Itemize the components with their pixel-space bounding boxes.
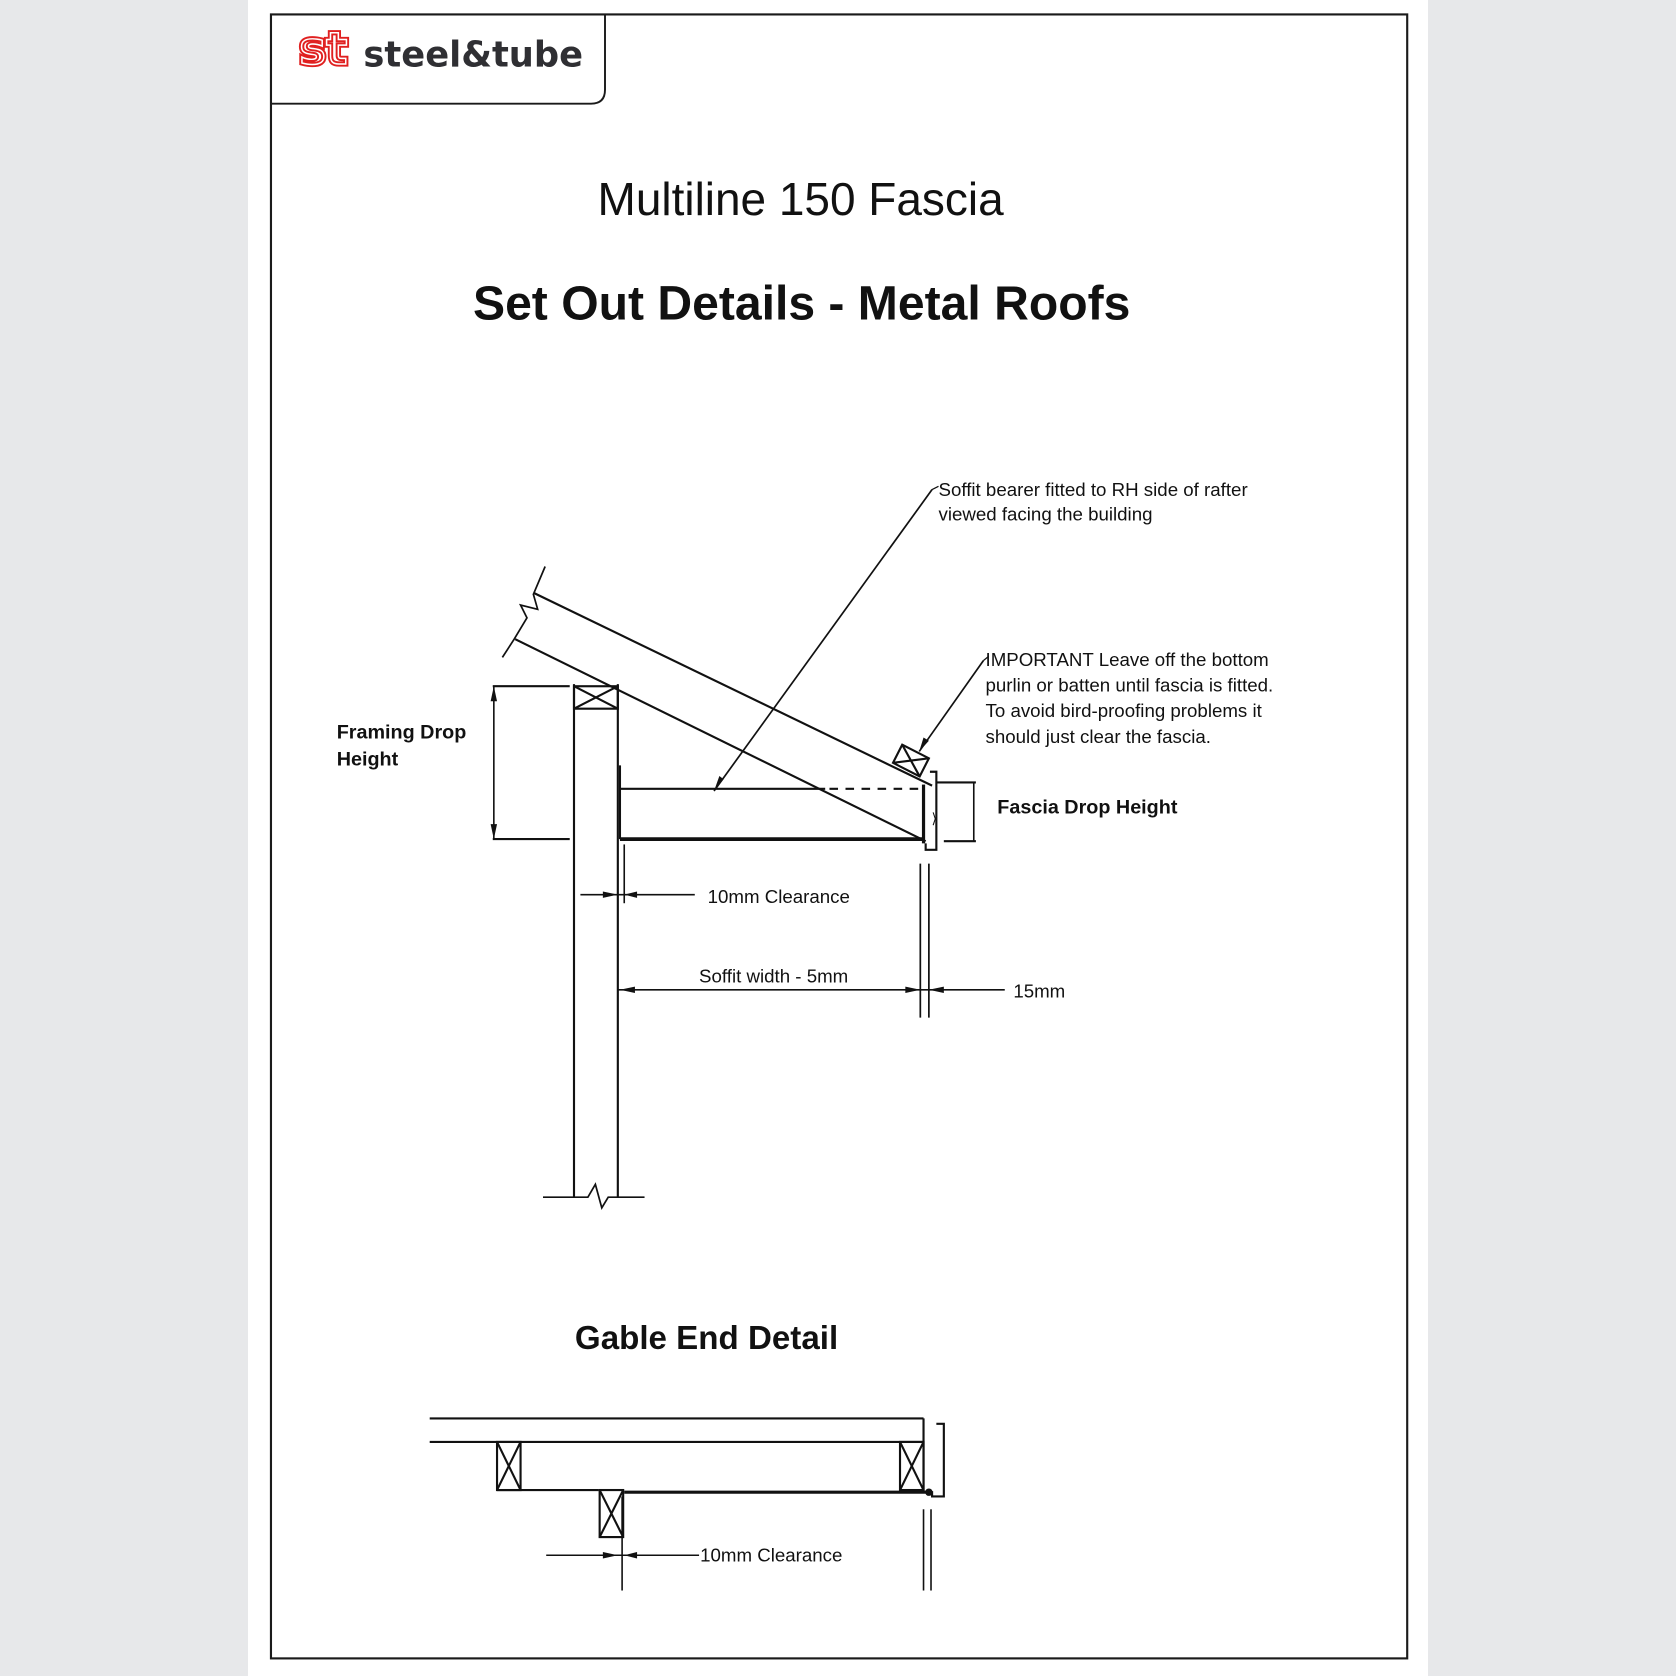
important-note-line2: purlin or batten until fascia is fitted. bbox=[986, 675, 1274, 696]
important-note-line1: IMPORTANT Leave off the bottom bbox=[986, 649, 1269, 670]
clearance-label: 10mm Clearance bbox=[708, 886, 850, 907]
brand-logo: st st steel&tube bbox=[297, 19, 583, 77]
fascia-drop-label: Fascia Drop Height bbox=[997, 796, 1178, 818]
eaves-section-drawing bbox=[490, 485, 1005, 1211]
framing-drop-label-line1: Framing Drop bbox=[337, 722, 467, 744]
logo-mark-icon: st bbox=[299, 22, 347, 75]
svg-text:st: st bbox=[299, 22, 347, 75]
framing-drop-label-line2: Height bbox=[337, 748, 399, 770]
soffit-bearer-note-line1: Soffit bearer fitted to RH side of rafte… bbox=[938, 479, 1247, 500]
document-subtitle: Set Out Details - Metal Roofs bbox=[473, 277, 1130, 331]
logo-box bbox=[270, 14, 606, 105]
important-note-line3: To avoid bird-proofing problems it bbox=[986, 700, 1263, 721]
fascia-offset-label: 15mm bbox=[1013, 980, 1065, 1001]
gable-clearance-label: 10mm Clearance bbox=[700, 1545, 842, 1566]
soffit-bearer-note-line2: viewed facing the building bbox=[938, 504, 1152, 525]
logo-text: steel&tube bbox=[363, 34, 583, 75]
important-note-line4: should just clear the fascia. bbox=[986, 726, 1211, 747]
page-border bbox=[269, 13, 1409, 1660]
gable-detail-heading: Gable End Detail bbox=[575, 1320, 838, 1357]
gable-end-drawing bbox=[429, 1417, 945, 1591]
soffit-width-label: Soffit width - 5mm bbox=[699, 965, 848, 986]
document-title: Multiline 150 Fascia bbox=[598, 173, 1005, 225]
